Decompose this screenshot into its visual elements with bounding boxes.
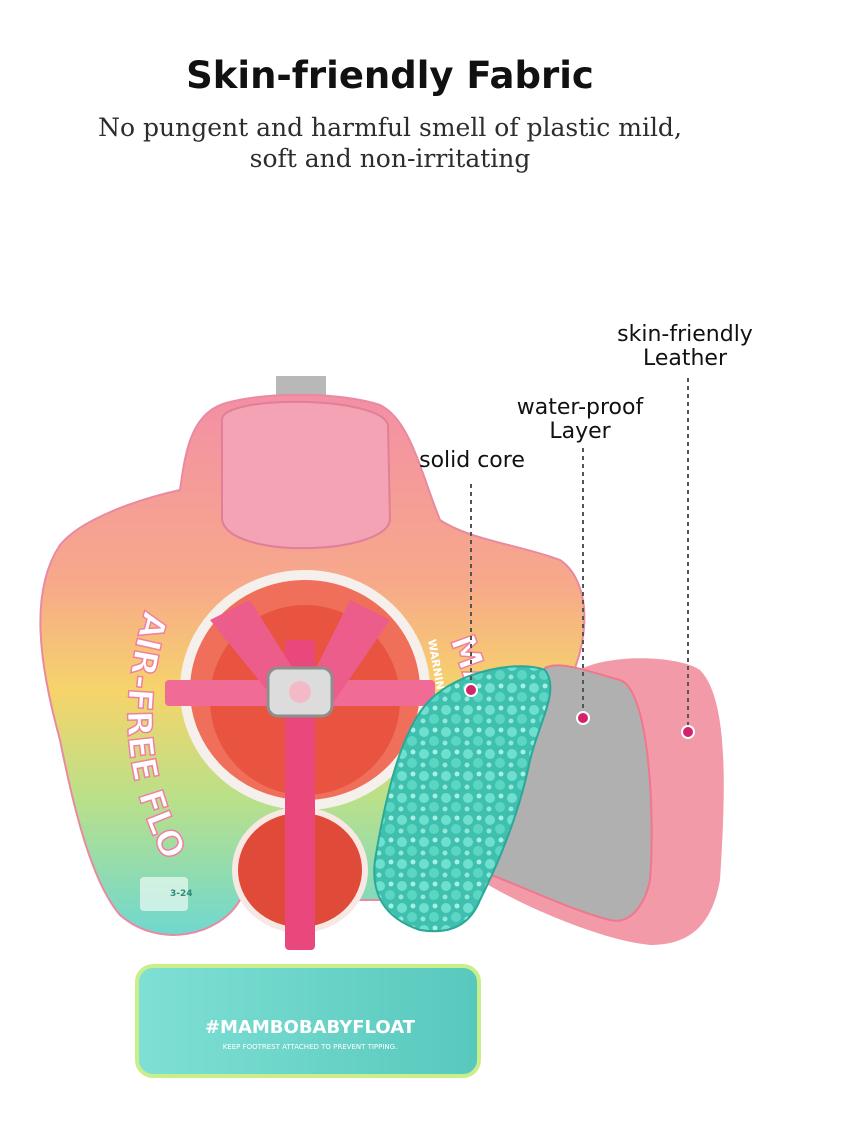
core-dot [464, 683, 478, 697]
waterproof-callout: water-proof Layer [505, 396, 655, 444]
waterproof-dot [576, 711, 590, 725]
buckle-button [289, 681, 311, 703]
footrest [135, 964, 481, 1078]
waterproof-callout-line-1: water-proof [516, 395, 644, 420]
waterproof-callout-line-2: Layer [549, 419, 611, 444]
headrest [220, 400, 392, 550]
core-callout: solid core [419, 448, 525, 473]
leather-dot [681, 725, 695, 739]
leather-callout: skin-friendly Leather [605, 323, 765, 371]
footrest-brand: #MAMBOBABYFLOAT [205, 1017, 416, 1038]
age-badge-box [140, 877, 188, 911]
page-subtitle: No pungent and harmful smell of plastic … [0, 112, 780, 174]
subtitle-line-2: soft and non-irritating [249, 144, 531, 173]
solid-core-layer [373, 665, 552, 933]
leather-callout-line-1: skin-friendly [617, 322, 753, 347]
subtitle-line-1: No pungent and harmful smell of plastic … [98, 113, 682, 142]
footrest-warning: KEEP FOOTREST ATTACHED TO PREVENT TIPPIN… [223, 1043, 398, 1051]
page-title: Skin-friendly Fabric [186, 54, 594, 97]
leather-callout-line-2: Leather [642, 346, 728, 371]
age-badge: 3-24 [170, 889, 193, 899]
